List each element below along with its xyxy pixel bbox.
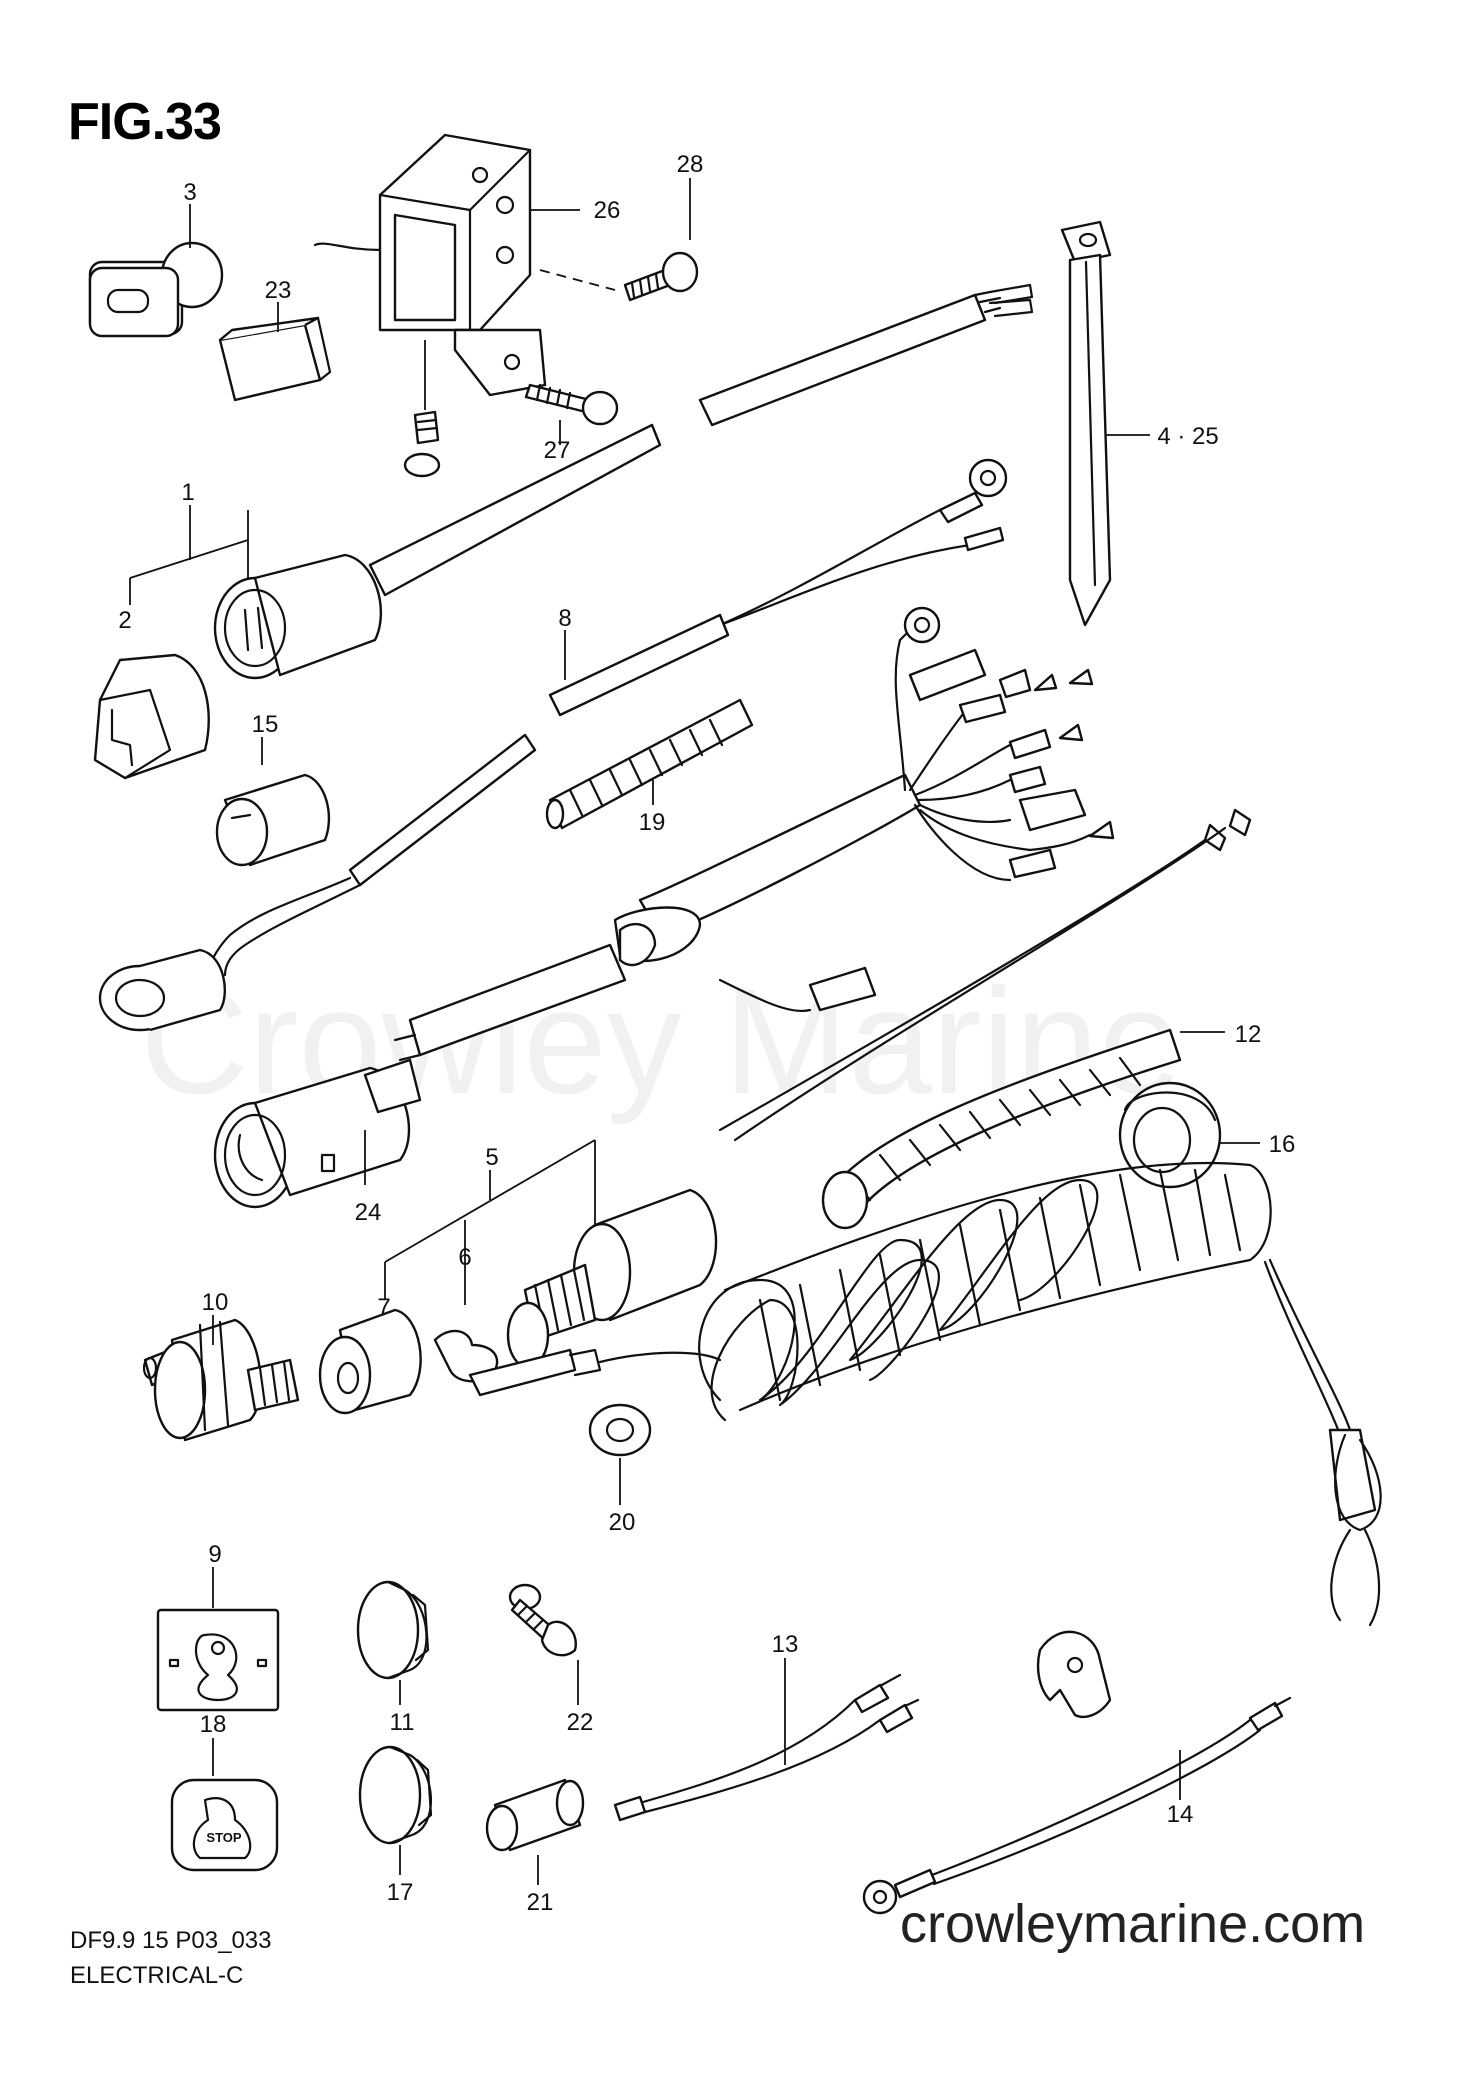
ring-terminal-wires[interactable]	[718, 458, 1008, 627]
part-12-corrugated-hose[interactable]	[821, 1028, 1225, 1230]
label-24: 24	[355, 1199, 382, 1226]
label-7: 7	[377, 1294, 390, 1321]
label-15: 15	[252, 711, 279, 738]
part-20-washer[interactable]	[588, 1403, 652, 1505]
part-14-ground-wire[interactable]	[862, 1696, 1292, 1915]
part-1-connector-harness[interactable]	[129, 283, 1034, 680]
label-12: 12	[1235, 1021, 1262, 1048]
label-19: 19	[639, 809, 666, 836]
part-7-nut[interactable]	[318, 1308, 422, 1415]
label-4-25: 4 · 25	[1157, 423, 1218, 450]
label-8: 8	[558, 605, 571, 632]
part-23-plug[interactable]	[218, 302, 332, 402]
part-21-sleeve[interactable]	[485, 1778, 585, 1885]
part-22-bolt[interactable]	[508, 1583, 579, 1705]
label-9: 9	[208, 1541, 221, 1568]
label-11: 11	[390, 1709, 415, 1736]
label-10: 10	[202, 1289, 229, 1316]
label-23: 23	[265, 277, 292, 304]
part-28-screw[interactable]	[623, 178, 699, 302]
label-16: 16	[1269, 1131, 1296, 1158]
part-19-corrugated-tube[interactable]	[545, 698, 754, 830]
part-13-lead-wires[interactable]	[613, 1658, 920, 1822]
part-3-grommet[interactable]	[88, 204, 224, 338]
label-22: 22	[567, 1709, 594, 1736]
part-2-cap[interactable]	[93, 653, 210, 780]
part-6-clip[interactable]	[433, 1329, 722, 1397]
label-5: 5	[485, 1144, 498, 1171]
part-grommet-left[interactable]	[98, 948, 227, 1032]
label-21: 21	[527, 1889, 554, 1916]
part-4-25-cable-tie[interactable]	[1060, 220, 1150, 627]
website-link[interactable]: crowleymarine.com	[900, 1894, 1366, 1954]
label-6: 6	[458, 1244, 471, 1271]
label-28: 28	[677, 151, 704, 178]
part-clip[interactable]	[403, 340, 441, 478]
part-26-switch-bracket[interactable]	[313, 133, 616, 397]
label-1: 1	[181, 479, 194, 506]
label-27: 27	[544, 437, 571, 464]
part-11-plug-cap[interactable]	[356, 1580, 430, 1705]
part-10-sensor-switch[interactable]	[142, 1315, 300, 1442]
part-5-lanyard-switch[interactable]	[384, 1139, 718, 1369]
part-16-grommet[interactable]	[1118, 1081, 1260, 1189]
part-17-plug-cap[interactable]	[358, 1745, 433, 1875]
coiled-lanyard-cord[interactable]	[698, 1161, 1382, 1719]
label-17: 17	[387, 1879, 414, 1906]
model-code: DF9.9 15 P03_033	[70, 1927, 272, 1954]
label-14: 14	[1167, 1801, 1194, 1828]
stop-switch-text: STOP	[206, 1830, 241, 1845]
main-harness-branch[interactable]	[613, 606, 1252, 1142]
part-9-indicator-plate[interactable]	[156, 1567, 280, 1712]
label-13: 13	[772, 1631, 799, 1658]
part-15-bushing[interactable]	[215, 737, 331, 867]
section-name: ELECTRICAL-C	[70, 1962, 244, 1989]
label-2: 2	[118, 607, 131, 634]
label-3: 3	[183, 179, 196, 206]
label-18: 18	[200, 1711, 227, 1738]
label-20: 20	[609, 1509, 636, 1536]
part-labels: 3 23 26 28 27 4 · 25 1 2 8 15 19 12 16 2…	[118, 151, 1295, 1916]
label-26: 26	[594, 197, 621, 224]
part-8-wire-harness[interactable]	[203, 613, 730, 977]
part-27-screw[interactable]	[524, 383, 619, 445]
part-24-connector[interactable]	[213, 943, 627, 1209]
part-18-stop-switch-cap[interactable]: STOP	[170, 1738, 279, 1872]
figure-title: FIG.33	[68, 93, 222, 151]
